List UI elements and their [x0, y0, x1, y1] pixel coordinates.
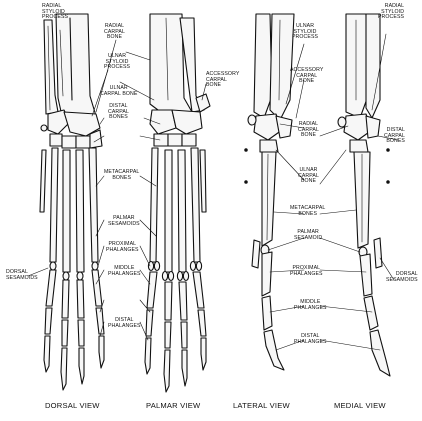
label-ulnar-styloid-process: ULNAR STYLOID PROCESS — [104, 54, 130, 71]
label-metacarpal-bones: METACARPAL BONES — [104, 170, 139, 181]
label-distal-carpal-bones: DISTAL CARPAL BONES — [108, 104, 129, 121]
label-radial-carpal-bone: RADIAL CARPAL BONE — [104, 24, 125, 41]
label-distal-phalanges-lateral: DISTAL PHALANGES — [294, 334, 327, 345]
label-dorsal-sesamoids-right: DORSAL SESAMOIDS — [386, 272, 418, 283]
label-proximal-phalanges: PROXIMAL PHALANGES — [106, 242, 139, 253]
label-radial-carpal-bone-lateral: RADIAL CARPAL BONE — [298, 122, 319, 139]
label-middle-phalanges: MIDDLE PHALANGES — [108, 266, 141, 277]
label-ulnar-carpal-bone: ULNAR CARPAL BONE — [100, 86, 137, 97]
label-radial-styloid-process-medial: RADIAL STYLOID PROCESS — [378, 4, 404, 21]
label-palmar-sesamoids: PALMAR SESAMOIDS — [108, 216, 140, 227]
palmar-view-limb — [145, 14, 210, 392]
label-middle-phalanges-lateral: MIDDLE PHALANGES — [294, 300, 327, 311]
label-dorsal-sesamoids-left: DORSAL SESAMOIDS — [6, 270, 38, 281]
dorsal-view-limb — [40, 14, 104, 390]
caption-medial-view: MEDIAL VIEW — [334, 401, 386, 410]
caption-dorsal-view: DORSAL VIEW — [45, 401, 100, 410]
label-metacarpal-bones-lateral: METACARPAL BONES — [290, 206, 325, 217]
label-accessory-carpal-bone: ACCESSORY CARPAL BONE — [206, 72, 239, 89]
caption-lateral-view: LATERAL VIEW — [233, 401, 290, 410]
medial-view-limb — [338, 14, 390, 376]
label-accessory-carpal-bone-lateral: ACCESSORY CARPAL BONE — [290, 68, 323, 85]
label-proximal-phalanges-lateral: PROXIMAL PHALANGES — [290, 266, 323, 277]
lateral-view-limb — [245, 14, 294, 370]
caption-palmar-view: PALMAR VIEW — [146, 401, 200, 410]
label-ulnar-carpal-bone-lateral: ULNAR CARPAL BONE — [298, 168, 319, 185]
label-ulnar-styloid-process-lateral: ULNAR STYLOID PROCESS — [292, 24, 318, 41]
label-distal-phalanges: DISTAL PHALANGES — [108, 318, 141, 329]
label-distal-carpal-bones-medial: DISTAL CARPAL BONES — [384, 128, 405, 145]
label-radial-styloid-process: RADIAL STYLOID PROCESS — [42, 4, 68, 21]
label-palmar-sesamoid-lateral: PALMAR SESAMOID — [294, 230, 322, 241]
